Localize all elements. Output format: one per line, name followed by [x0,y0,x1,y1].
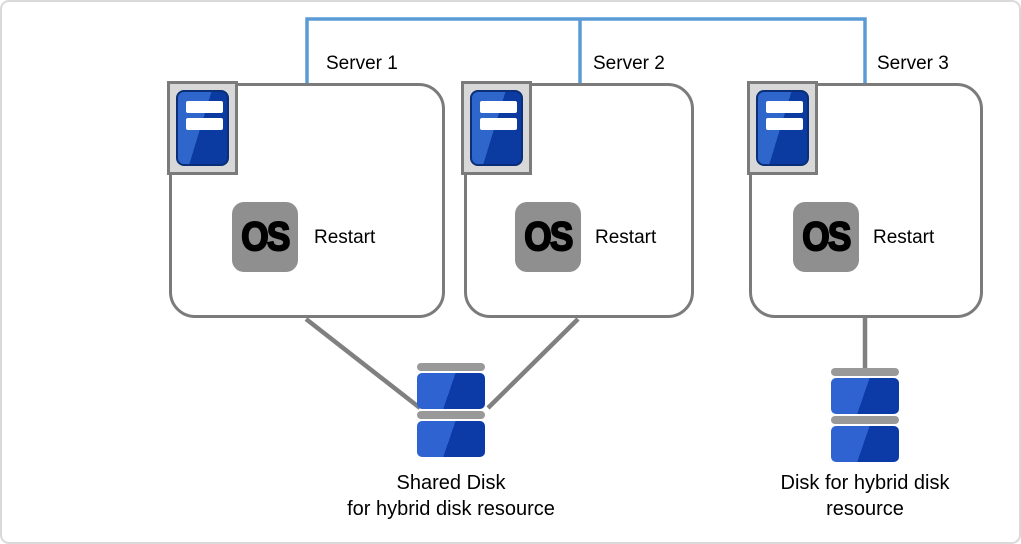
disk-middle-bar [417,411,485,419]
restart-label: Restart [314,227,376,248]
restart-label: Restart [873,227,935,248]
server-tower-front [470,90,523,166]
drive-bay-slot [186,118,223,130]
disk-connector-line [486,317,580,410]
server-tower-icon [167,81,238,175]
disk-middle-bar [831,416,899,424]
os-badge-label: OS [801,215,852,259]
server-2-box [464,83,694,318]
os-badge: OS [793,202,859,272]
drive-bay-slot [480,101,517,113]
server-tower-icon [461,81,532,175]
server-1-label: Server 1 [326,53,398,74]
os-badge: OS [515,202,581,272]
os-badge-label: OS [523,215,574,259]
disk-platter [417,421,485,457]
network-line [305,17,867,83]
server-tower-icon [747,81,818,175]
hybrid-disk-label-line2: resource [826,498,904,520]
server-3-label: Server 3 [877,53,949,74]
os-badge-label: OS [240,215,291,259]
shared-disk-label: Shared Disk for hybrid disk resource [301,470,601,522]
shared-disk-icon [417,363,485,457]
server-tower-front [756,90,809,166]
drive-bay-slot [480,118,517,130]
drive-bay-slot [766,118,803,130]
shared-disk-label-line2: for hybrid disk resource [347,498,555,520]
disk-connector-line [304,317,422,410]
shared-disk-label-line1: Shared Disk [396,472,506,494]
disk-platter [831,426,899,462]
disk-platter [831,378,899,414]
disk-top-bar [831,368,899,376]
os-badge: OS [232,202,298,272]
disk-top-bar [417,363,485,371]
drive-bay-slot [186,101,223,113]
server-tower-front [176,90,229,166]
disk-platter [417,373,485,409]
server-2-label: Server 2 [593,53,665,74]
hybrid-disk-label-line1: Disk for hybrid disk [780,472,950,494]
hybrid-disk-label: Disk for hybrid disk resource [715,470,1015,522]
drive-bay-slot [766,101,803,113]
restart-label: Restart [595,227,657,248]
hybrid-disk-icon [831,368,899,462]
